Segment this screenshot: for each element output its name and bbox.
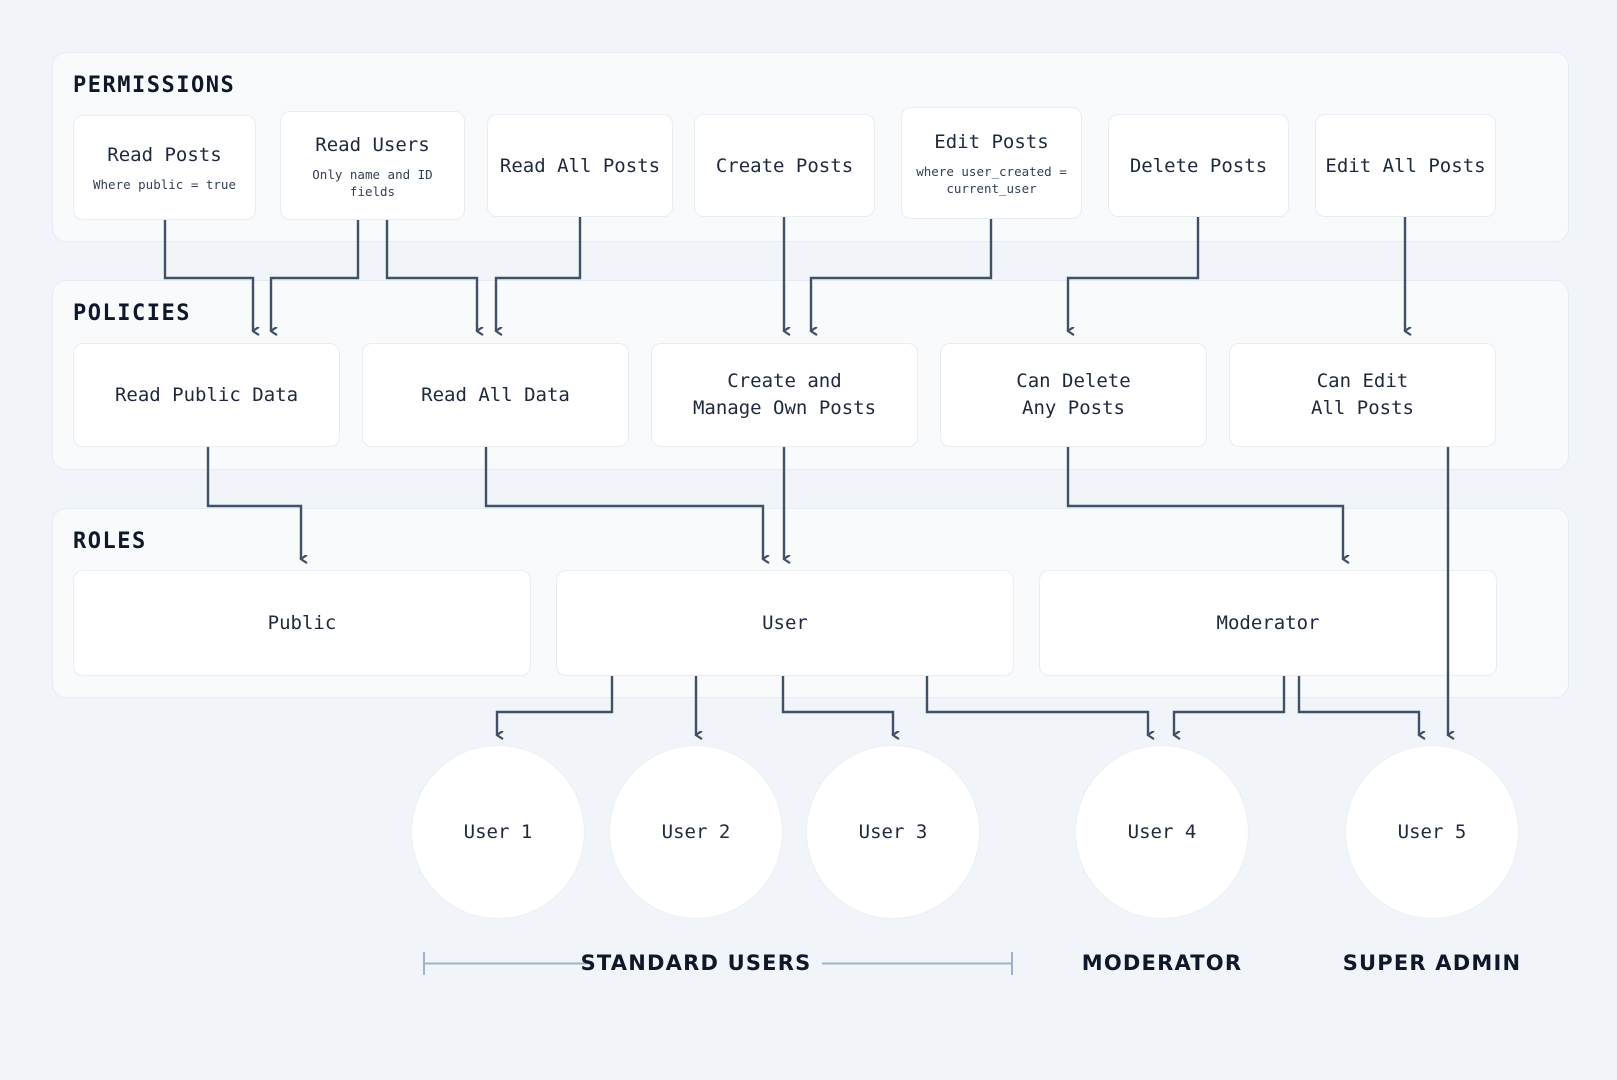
section-title-roles: ROLES xyxy=(73,529,147,554)
permission-node-edit-posts[interactable]: Edit Posts where user_created = current_… xyxy=(901,107,1082,219)
permission-subtitle: Only name and ID fields xyxy=(312,166,433,199)
role-node-moderator[interactable]: Moderator xyxy=(1039,570,1497,676)
section-title-permissions: PERMISSIONS xyxy=(73,73,236,98)
group-label-super-admin: SUPER ADMIN xyxy=(1342,951,1522,975)
role-node-user[interactable]: User xyxy=(556,570,1014,676)
policy-title: Read All Data xyxy=(421,383,570,406)
user-label: User 2 xyxy=(661,821,731,843)
user-circle-user-3[interactable]: User 3 xyxy=(806,745,980,919)
group-label-standard-users: STANDARD USERS xyxy=(580,951,812,975)
permission-title: Read Users xyxy=(315,133,430,156)
user-label: User 3 xyxy=(858,821,928,843)
user-circle-user-5[interactable]: User 5 xyxy=(1345,745,1519,919)
permission-node-read-users[interactable]: Read Users Only name and ID fields xyxy=(280,111,465,220)
user-circle-user-4[interactable]: User 4 xyxy=(1075,745,1249,919)
permission-node-read-posts[interactable]: Read Posts Where public = true xyxy=(73,115,256,220)
permission-node-create-posts[interactable]: Create Posts xyxy=(694,114,875,217)
role-title: User xyxy=(762,612,808,634)
policy-title: Can Edit All Posts xyxy=(1311,370,1414,419)
policy-title: Can Delete Any Posts xyxy=(1016,370,1131,419)
policy-node-create-manage-own-posts[interactable]: Create and Manage Own Posts xyxy=(651,343,918,447)
user-label: User 4 xyxy=(1127,821,1197,843)
user-label: User 5 xyxy=(1397,821,1467,843)
policy-node-can-delete-any-posts[interactable]: Can Delete Any Posts xyxy=(940,343,1207,447)
permission-subtitle: where user_created = current_user xyxy=(916,164,1067,196)
permission-node-delete-posts[interactable]: Delete Posts xyxy=(1108,114,1289,217)
permission-title: Delete Posts xyxy=(1129,154,1268,177)
permission-title: Read All Posts xyxy=(499,154,661,177)
user-circle-user-2[interactable]: User 2 xyxy=(609,745,783,919)
permission-title: Edit Posts xyxy=(934,131,1049,153)
role-title: Public xyxy=(267,612,337,634)
section-title-policies: POLICIES xyxy=(73,301,191,326)
permission-node-read-all-posts[interactable]: Read All Posts xyxy=(487,114,673,217)
user-circle-user-1[interactable]: User 1 xyxy=(411,745,585,919)
permission-title: Create Posts xyxy=(715,154,854,177)
policy-node-read-public-data[interactable]: Read Public Data xyxy=(73,343,340,447)
permission-node-edit-all-posts[interactable]: Edit All Posts xyxy=(1315,114,1496,217)
group-label-moderator: MODERATOR xyxy=(1081,951,1243,975)
user-label: User 1 xyxy=(463,821,533,843)
policy-node-read-all-data[interactable]: Read All Data xyxy=(362,343,629,447)
role-node-public[interactable]: Public xyxy=(73,570,531,676)
policy-title: Create and Manage Own Posts xyxy=(692,370,877,419)
permission-subtitle: Where public = true xyxy=(93,177,236,192)
policy-title: Read Public Data xyxy=(114,383,299,406)
permission-title: Edit All Posts xyxy=(1325,154,1486,177)
role-title: Moderator xyxy=(1216,612,1320,634)
permission-title: Read Posts xyxy=(107,144,222,166)
policy-node-can-edit-all-posts[interactable]: Can Edit All Posts xyxy=(1229,343,1496,447)
